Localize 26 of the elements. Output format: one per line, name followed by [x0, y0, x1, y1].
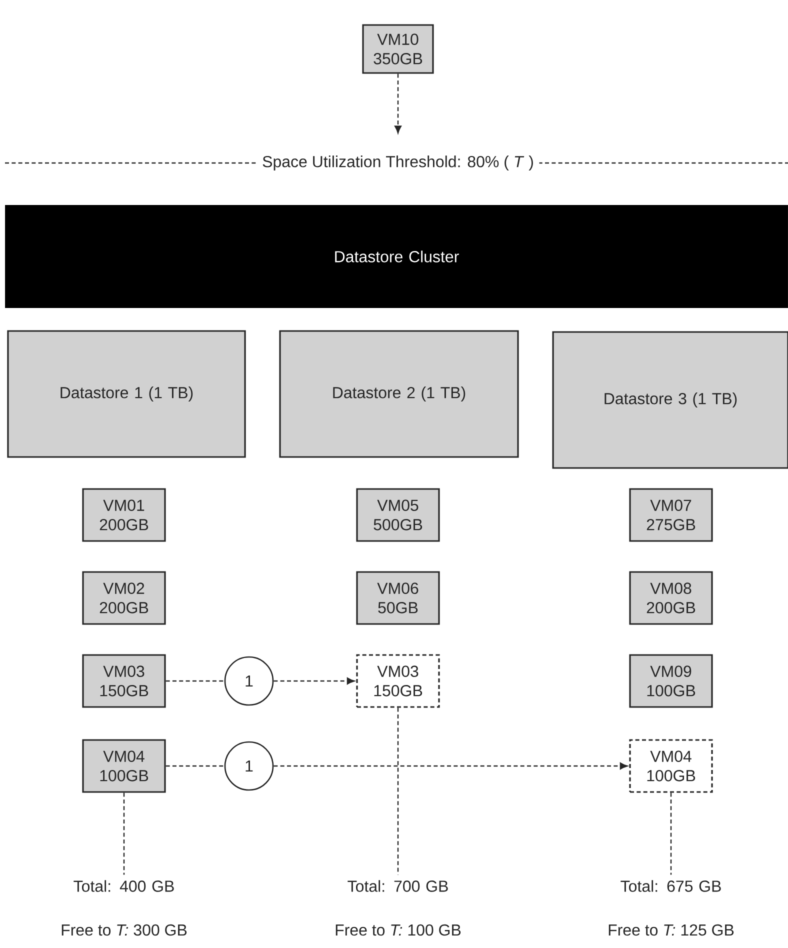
cluster-band: Datastore Cluster: [5, 205, 788, 308]
arrow: [394, 74, 402, 134]
vm-box: VM09 100GB: [629, 654, 713, 708]
vm-box: VM05 500GB: [356, 488, 440, 542]
threshold-label: Space Utilization Threshold: 80% ( T ): [256, 150, 540, 176]
vm-placeholder-box: VM03 150GB: [356, 654, 440, 708]
vm-placeholder-box: VM04 100GB: [629, 739, 713, 793]
free-space-text: Free to T: 300 GB: [62, 924, 187, 936]
vm-box: VM10 350GB: [362, 24, 434, 74]
total-text: Total: 400 GB: [74, 880, 174, 892]
arrow: [274, 762, 628, 770]
free-space-text: Free to T: 125 GB: [608, 924, 734, 936]
vm-box: VM08 200GB: [629, 571, 713, 625]
vm-box: VM06 50GB: [356, 571, 440, 625]
vm-box: VM07 275GB: [629, 488, 713, 542]
total-text: Total: 700 GB: [348, 880, 448, 892]
datastore-box: Datastore 2 (1 TB): [279, 330, 519, 458]
total-text: Total: 675 GB: [620, 880, 721, 892]
vm-box: VM02 200GB: [82, 571, 166, 625]
datastore-box: Datastore 1 (1 TB): [7, 330, 246, 458]
vm-box: VM04 100GB: [82, 739, 166, 793]
datastore-box: Datastore 3 (1 TB): [552, 331, 788, 469]
free-space-text: Free to T: 100 GB: [336, 924, 461, 936]
vm-box: VM01 200GB: [82, 488, 166, 542]
vm-box: VM03 150GB: [82, 654, 166, 708]
arrow: [274, 678, 355, 684]
